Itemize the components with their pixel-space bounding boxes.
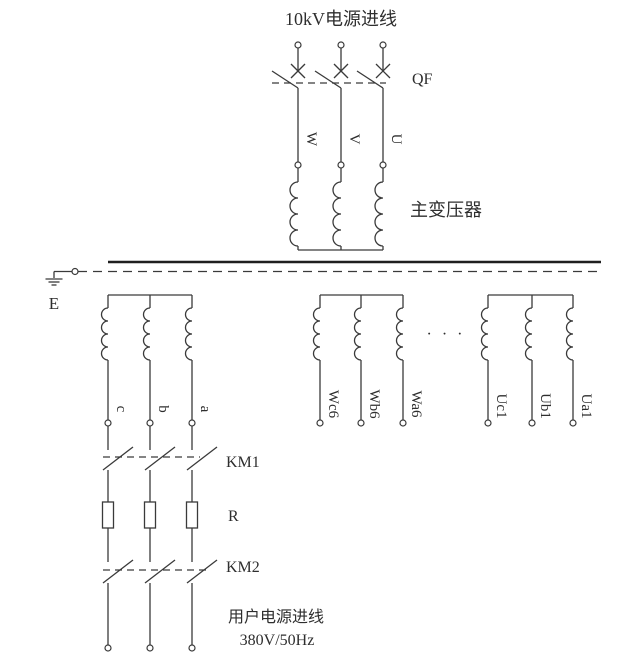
coil [395, 307, 404, 361]
terminal-circle [379, 161, 387, 169]
terminal-circle [569, 419, 577, 427]
contactor-blade [144, 446, 176, 471]
qf-pole [271, 41, 306, 162]
contactor-blade [102, 446, 134, 471]
primary-winding [289, 161, 302, 250]
terminal-circle [528, 419, 536, 427]
resistor-icon [185, 501, 199, 529]
coil [565, 307, 574, 361]
terminal-circle [379, 41, 387, 49]
circuit-breaker-qf: QF [271, 41, 433, 162]
terminal-circle [104, 419, 112, 427]
contactor-blade [144, 559, 176, 584]
qf-pole [356, 41, 391, 162]
secondary-winding [524, 295, 536, 427]
terminal-circle [146, 419, 154, 427]
secondary-winding [142, 295, 154, 427]
ground-symbol: E [45, 267, 79, 313]
coil [332, 181, 342, 247]
terminal-circle [294, 41, 302, 49]
breaker-blade [356, 70, 384, 89]
winding-label-uc1: Uc1 [493, 394, 509, 419]
primary-winding [332, 161, 345, 250]
secondary-winding [100, 295, 112, 427]
outgoing-caption: 用户电源进线 380V/50Hz [228, 608, 324, 649]
phase-label-c: c [113, 406, 129, 413]
outgoing-line2: 380V/50Hz [240, 632, 315, 649]
terminal-circle [71, 267, 79, 276]
contactor-blade [102, 559, 134, 584]
ground-label: E [49, 294, 59, 313]
breaker-blade [314, 70, 342, 89]
terminal-circle [357, 419, 365, 427]
secondary-winding [184, 295, 196, 427]
winding-label-wc6: Wc6 [325, 390, 341, 419]
resistor-icon [101, 501, 115, 529]
main-transformer: 主变压器 [289, 161, 482, 251]
breaker-blade [271, 70, 299, 89]
phase-label-b: b [155, 405, 171, 413]
secondary-group-middle: Wc6 Wb6 Wa6 [312, 294, 424, 427]
secondary-winding [353, 295, 365, 427]
qf-pole [314, 41, 349, 162]
outgoing-line1: 用户电源进线 [228, 608, 324, 626]
coil [480, 307, 489, 361]
phase-label-w: W [303, 132, 319, 147]
coil [353, 307, 362, 361]
incoming-line-title: 10kV电源进线 [285, 9, 397, 29]
secondary-winding [480, 295, 492, 427]
ellipsis-dots: · · · [427, 326, 466, 343]
terminal-circle [146, 644, 154, 652]
terminal-circle [316, 419, 324, 427]
coil [524, 307, 533, 361]
terminal-circle [188, 644, 196, 652]
winding-label-ub1: Ub1 [537, 393, 553, 419]
qf-label: QF [412, 71, 433, 88]
earth-icon [45, 278, 63, 286]
terminal-circle [104, 644, 112, 652]
terminal-circle [337, 41, 345, 49]
winding-label-ua1: Ua1 [578, 394, 594, 419]
primary-winding [374, 161, 387, 250]
terminal-circle [484, 419, 492, 427]
terminal-circle [337, 161, 345, 169]
resistor-bank: R [101, 501, 239, 562]
contactor-km2: KM2 [102, 559, 260, 652]
winding-label-wb6: Wb6 [366, 389, 382, 419]
contactor-blade [186, 559, 218, 584]
breaker-contact-icon [375, 63, 391, 79]
coil [289, 181, 299, 247]
secondary-winding [565, 295, 577, 427]
winding-label-wa6: Wa6 [408, 390, 424, 418]
contactor-blade [186, 446, 218, 471]
resistor-label: R [228, 508, 239, 525]
secondary-group-right: Uc1 Ub1 Ua1 [480, 294, 594, 427]
terminal-circle [294, 161, 302, 169]
terminal-circle [399, 419, 407, 427]
phase-label-u: U [388, 134, 404, 145]
contactor-km1: KM1 [102, 426, 260, 502]
phase-label-a: a [197, 406, 213, 413]
transformer-label: 主变压器 [410, 200, 482, 220]
coil [100, 307, 109, 361]
resistor-icon [143, 501, 157, 529]
coil [142, 307, 151, 361]
phase-label-v: V [346, 134, 362, 145]
breaker-contact-icon [333, 63, 349, 79]
breaker-contact-icon [290, 63, 306, 79]
km1-label: KM1 [226, 454, 260, 471]
terminal-circle [188, 419, 196, 427]
secondary-winding [395, 295, 407, 427]
coil [374, 181, 384, 247]
km2-label: KM2 [226, 559, 260, 576]
coil [184, 307, 193, 361]
secondary-group-left: c b a [100, 294, 213, 427]
coil [312, 307, 321, 361]
secondary-winding [312, 295, 324, 427]
